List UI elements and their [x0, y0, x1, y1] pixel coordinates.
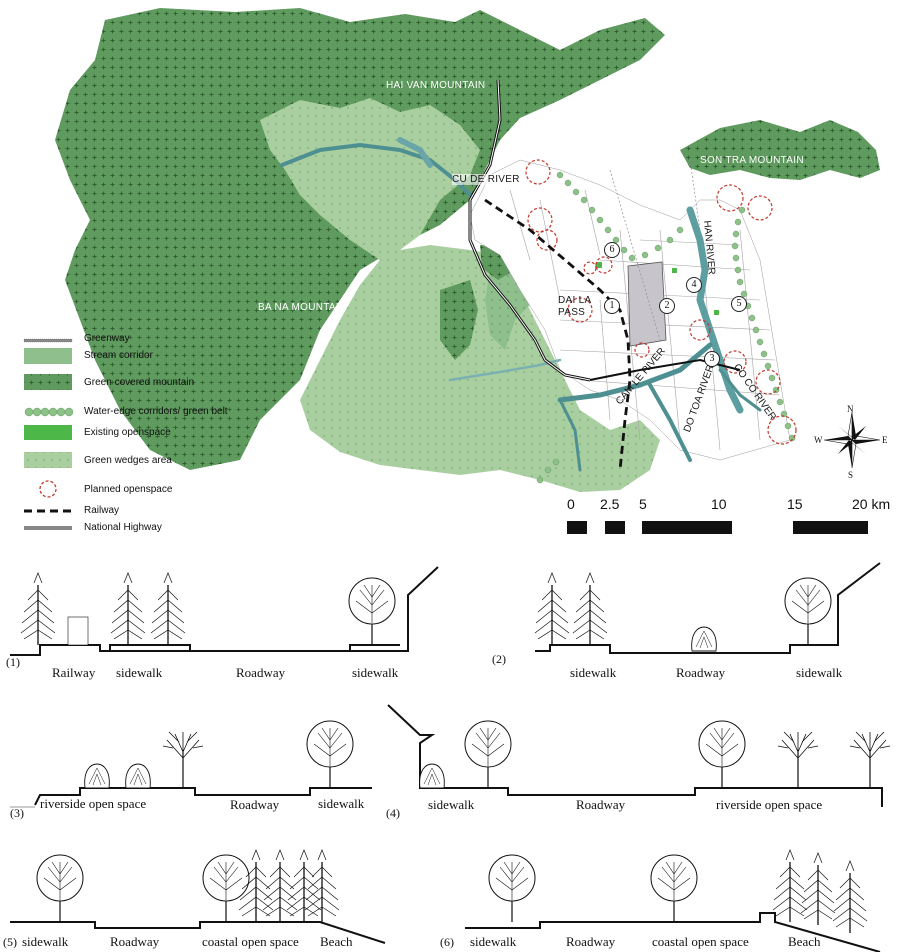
scale-tick-2-5: 2.5: [600, 496, 620, 512]
legend-stream-corridor: Stream corridor: [84, 350, 153, 361]
section-6-coastal: coastal open space: [652, 934, 749, 949]
marker-1: 1: [604, 298, 620, 314]
national-highway-east: [589, 358, 741, 381]
planned-openspace: [525, 159, 797, 445]
national-highway-inner: [469, 79, 591, 381]
son-tra-mountain-area: [680, 120, 880, 180]
scale-tick-0: 0: [567, 496, 575, 512]
section-1-roadway: Roadway: [236, 665, 286, 680]
greenway: [609, 159, 701, 341]
label-son-tra-mountain: SON TRA MOUNTAIN: [700, 155, 804, 166]
railway-line: [484, 198, 632, 471]
central-district: [627, 261, 667, 347]
section-3-riverside: riverside open space: [40, 796, 147, 811]
label-cu-de-river: CU DE RIVER: [452, 174, 520, 185]
section-6-sidewalk: sidewalk: [470, 934, 517, 949]
legend-water-edge: Water-edge corridors/ green belt: [84, 406, 228, 417]
legend-existing-openspace: Existing openspace: [84, 427, 171, 438]
section-3-sidewalk: sidewalk: [318, 796, 365, 811]
section-5-coastal: coastal open space: [202, 934, 299, 949]
compass-rose: [823, 411, 881, 469]
label-pass: PASS: [558, 307, 586, 318]
section-6-number: (6): [440, 935, 454, 949]
section-1-railway: Railway: [52, 665, 96, 680]
legend-greenway: Greenway: [84, 333, 130, 344]
section-2-sidewalk-right: sidewalk: [796, 665, 843, 680]
section-3: [10, 720, 372, 808]
section-5-number: (5): [3, 935, 17, 949]
marker-6: 6: [604, 242, 620, 258]
section-6: [465, 849, 881, 952]
section-2-roadway: Roadway: [676, 665, 726, 680]
scale-tick-5: 5: [639, 496, 647, 512]
section-3-roadway: Roadway: [230, 797, 280, 812]
legend-green-wedges: Green wedges area: [84, 455, 172, 466]
section-2: [534, 562, 881, 654]
legend-railway: Railway: [84, 505, 120, 516]
label-ba-na-mountain: BA NA MOUNTAIN: [258, 302, 347, 313]
section-1: [10, 566, 439, 656]
compass-e: E: [882, 435, 888, 445]
section-2-number: (2): [492, 652, 506, 666]
scale-bar: [567, 521, 868, 534]
section-4-roadway: Roadway: [576, 797, 626, 812]
mountain-patch: [440, 280, 478, 360]
compass-n: N: [847, 404, 854, 414]
section-4: [387, 704, 891, 807]
legend-symbols: [23, 338, 74, 530]
scale-tick-15: 15: [787, 496, 803, 512]
label-hai-van-mountain: HAI VAN MOUNTAIN: [386, 80, 486, 91]
section-4-sidewalk: sidewalk: [428, 797, 475, 812]
scale-tick-20: 20 km: [852, 496, 891, 512]
existing-openspace: [596, 262, 719, 315]
section-1-sidewalk-right: sidewalk: [352, 665, 399, 680]
legend-planned-openspace: Planned openspace: [84, 484, 173, 495]
marker-2: 2: [659, 298, 675, 314]
street-sections: [10, 562, 891, 952]
water-edge-corridor: [536, 171, 796, 484]
section-5-sidewalk: sidewalk: [22, 934, 69, 949]
section-5-roadway: Roadway: [110, 934, 160, 949]
section-2-sidewalk-left: sidewalk: [570, 665, 617, 680]
legend-green-mountain: Green covered mountain: [84, 377, 195, 388]
section-5: [10, 849, 386, 944]
marker-5: 5: [731, 296, 747, 312]
section-5-beach: Beach: [320, 934, 353, 949]
compass-s: S: [848, 470, 854, 480]
section-4-riverside: riverside open space: [716, 797, 823, 812]
section-1-number: (1): [6, 655, 20, 669]
compass-w: W: [814, 435, 823, 445]
section-1-sidewalk-left: sidewalk: [116, 665, 163, 680]
marker-3: 3: [704, 351, 720, 367]
section-3-number: (3): [10, 806, 24, 820]
legend-national-highway: National Highway: [84, 522, 162, 533]
green-space-map: [23, 8, 881, 534]
section-6-roadway: Roadway: [566, 934, 616, 949]
marker-4: 4: [686, 277, 702, 293]
section-6-beach: Beach: [788, 934, 821, 949]
label-dai-la: DAI LA: [558, 295, 592, 306]
section-4-number: (4): [386, 806, 400, 820]
scale-tick-10: 10: [711, 496, 727, 512]
